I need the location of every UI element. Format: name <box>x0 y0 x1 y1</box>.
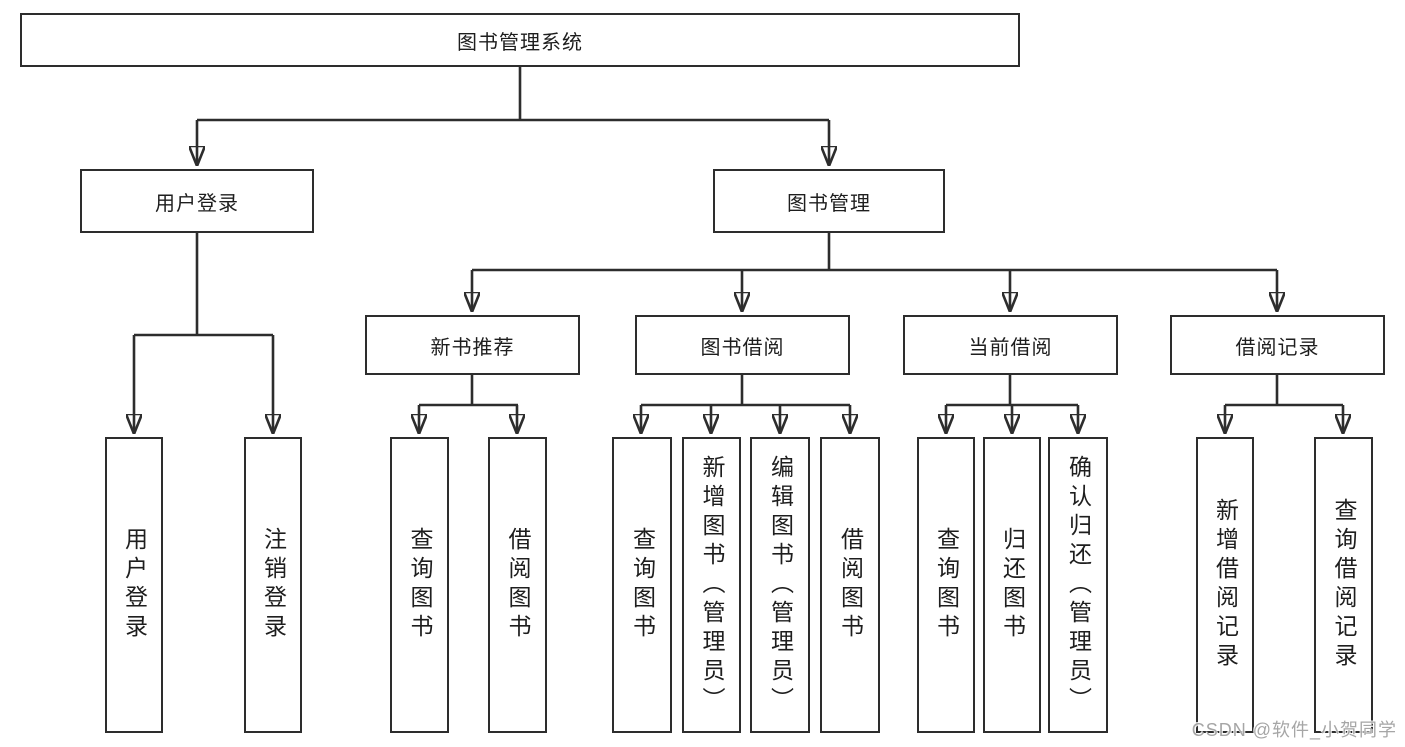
leaf-cb-return-books: 归还图书 <box>983 437 1041 733</box>
node-borrowing-records: 借阅记录 <box>1170 315 1385 375</box>
node-new-book-recommend: 新书推荐 <box>365 315 580 375</box>
node-book-management: 图书管理 <box>713 169 945 233</box>
leaf-nb-query-books: 查询图书 <box>390 437 449 733</box>
connector-arrows <box>134 120 1343 434</box>
node-root: 图书管理系统 <box>20 13 1020 67</box>
leaf-bb-edit-book-admin: 编辑图书（管理员） <box>750 437 810 733</box>
leaf-br-add-record: 新增借阅记录 <box>1196 437 1254 733</box>
leaf-cb-confirm-return-admin: 确认归还（管理员） <box>1048 437 1108 733</box>
leaf-logout: 注销登录 <box>244 437 302 733</box>
watermark: CSDN @软件_小贺同学 <box>1191 720 1397 740</box>
node-current-borrowing: 当前借阅 <box>903 315 1118 375</box>
leaf-br-query-record: 查询借阅记录 <box>1314 437 1373 733</box>
connector-trunks <box>134 67 1343 407</box>
leaf-cb-query-books: 查询图书 <box>917 437 975 733</box>
leaf-bb-add-book-admin: 新增图书（管理员） <box>682 437 741 733</box>
leaf-bb-query-books: 查询图书 <box>612 437 672 733</box>
node-user-login: 用户登录 <box>80 169 314 233</box>
leaf-user-login: 用户登录 <box>105 437 163 733</box>
leaf-nb-borrow-books: 借阅图书 <box>488 437 547 733</box>
leaf-bb-borrow-books: 借阅图书 <box>820 437 880 733</box>
node-book-borrowing: 图书借阅 <box>635 315 850 375</box>
